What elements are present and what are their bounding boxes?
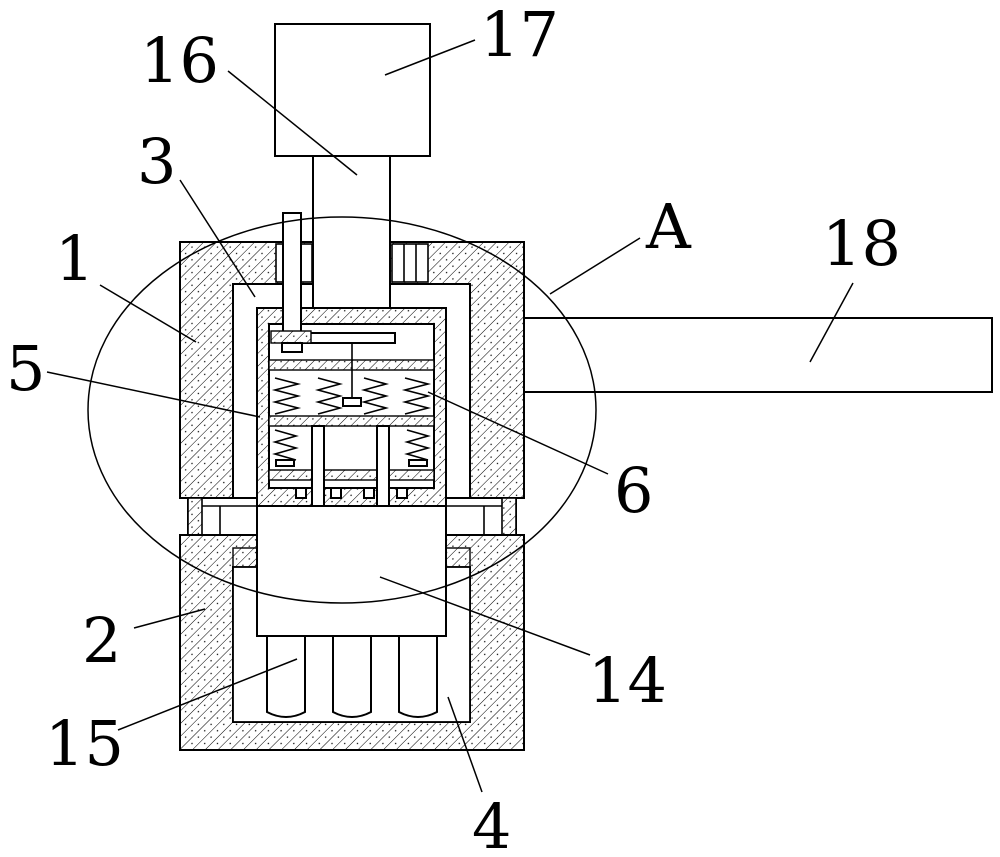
label-16: 16 — [140, 24, 219, 97]
shaft — [313, 156, 390, 308]
label-18: 18 — [822, 207, 901, 280]
label-4: 4 — [472, 790, 511, 857]
label-5: 5 — [6, 332, 45, 405]
label-15: 15 — [45, 707, 124, 780]
label-A: A — [645, 190, 692, 263]
label-17: 17 — [480, 0, 559, 71]
label-3: 3 — [137, 125, 176, 198]
label-1: 1 — [55, 222, 94, 295]
horizontal-arm — [524, 318, 992, 392]
cylinders — [267, 636, 437, 717]
label-14: 14 — [588, 644, 667, 717]
top-box — [275, 24, 430, 156]
label-2: 2 — [82, 604, 121, 677]
label-6: 6 — [614, 454, 653, 527]
block — [257, 506, 446, 636]
